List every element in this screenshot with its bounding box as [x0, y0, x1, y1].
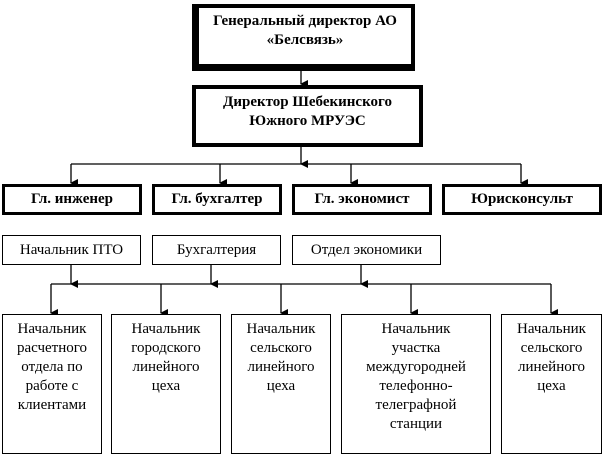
pto-head-box: Начальник ПТО	[2, 235, 141, 265]
pto-head-label: Начальник ПТО	[19, 241, 124, 258]
legal-counsel-label: Юрисконсульт	[471, 191, 573, 207]
director-label: Директор Шебекинского Южного МРУЭС	[223, 94, 392, 129]
chief-economist-label: Гл. экономист	[314, 191, 410, 207]
chief-engineer-box: Гл. инженер	[2, 184, 142, 215]
accounting-box: Бухгалтерия	[152, 235, 281, 265]
unit-label: Начальник сельского линейного цеха	[517, 321, 586, 394]
unit-label: Начальник городского линейного цеха	[131, 321, 201, 394]
unit-box-billing: Начальник расчетного отдела по работе с …	[2, 314, 102, 454]
unit-label: Начальник расчетного отдела по работе с …	[16, 321, 88, 413]
general-director-box: Генеральный директор АО «Белсвязь»	[192, 4, 415, 71]
chief-accountant-label: Гл. бухгалтер	[171, 191, 263, 207]
accounting-label: Бухгалтерия	[176, 241, 257, 258]
unit-box-rural-line-2: Начальник сельского линейного цеха	[501, 314, 602, 454]
unit-box-urban-line: Начальник городского линейного цеха	[111, 314, 221, 454]
unit-box-long-distance: Начальник участка междугородней телефонн…	[341, 314, 491, 454]
legal-counsel-box: Юрисконсульт	[442, 184, 602, 215]
unit-label: Начальник сельского линейного цеха	[246, 321, 316, 394]
unit-label: Начальник участка междугородней телефонн…	[366, 321, 466, 432]
economics-dept-box: Отдел экономики	[292, 235, 441, 265]
economics-dept-label: Отдел экономики	[310, 241, 423, 258]
chief-economist-box: Гл. экономист	[292, 184, 432, 215]
unit-box-rural-line-1: Начальник сельского линейного цеха	[231, 314, 331, 454]
director-box: Директор Шебекинского Южного МРУЭС	[192, 85, 423, 147]
chief-engineer-label: Гл. инженер	[30, 191, 114, 207]
chief-accountant-box: Гл. бухгалтер	[152, 184, 282, 215]
general-director-label: Генеральный директор АО «Белсвязь»	[213, 13, 397, 48]
